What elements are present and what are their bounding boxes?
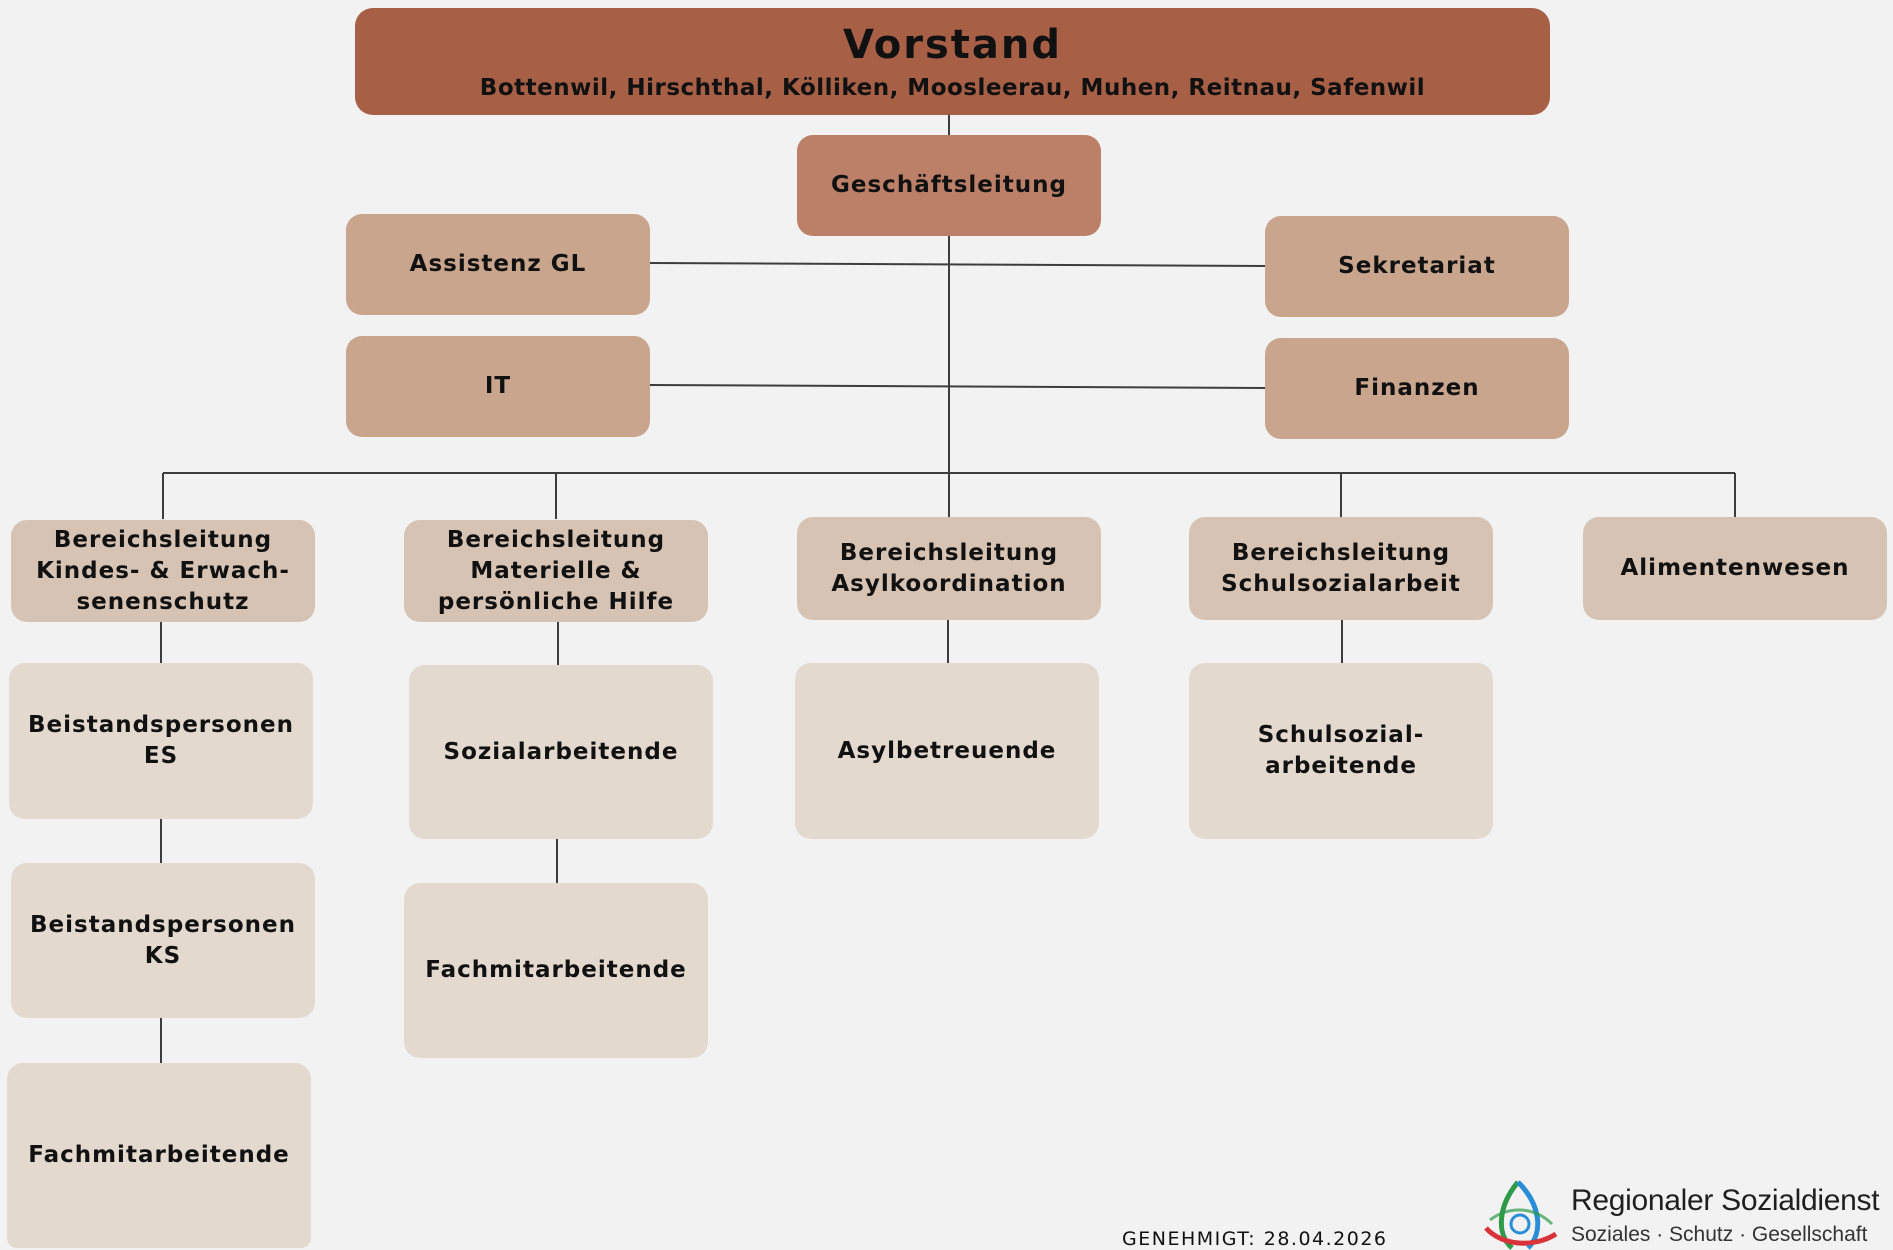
staff-secretariat-box: Sekretariat bbox=[1265, 216, 1569, 317]
team-label: Sozialarbeitende bbox=[443, 738, 679, 765]
staff-it-box: IT bbox=[346, 336, 650, 437]
board-title: Vorstand bbox=[842, 21, 1062, 68]
approval-date: GENEHMIGT: 28.04.2026 bbox=[1122, 1228, 1388, 1250]
team-label: Fachmitarbeitende bbox=[425, 957, 687, 983]
staff-assistant-box: Assistenz GL bbox=[346, 214, 650, 315]
board-members: Bottenwil, Hirschthal, Kölliken, Mooslee… bbox=[479, 74, 1426, 101]
department-box: Alimentenwesen bbox=[1583, 517, 1887, 620]
management-box: Geschäftsleitung bbox=[797, 135, 1101, 236]
logo-name: Regionaler Sozialdienst bbox=[1571, 1184, 1880, 1217]
department-box: Bereichsleitung Kindes- & Erwach- senens… bbox=[11, 520, 315, 622]
organization-logo: Regionaler Sozialdienst Soziales · Schut… bbox=[1478, 1176, 1893, 1250]
department-box: Bereichsleitung Schulsozialarbeit bbox=[1189, 517, 1493, 620]
team-box: Asylbetreuende bbox=[795, 663, 1099, 839]
staff-it-label: IT bbox=[484, 373, 512, 399]
team-label: Schulsozial- bbox=[1257, 722, 1425, 748]
team-label: KS bbox=[144, 942, 182, 969]
staff-finance-label: Finanzen bbox=[1354, 375, 1480, 401]
team-box: Fachmitarbeitende bbox=[404, 883, 708, 1058]
team-label: Beistandspersonen bbox=[28, 712, 294, 738]
department-label: Alimentenwesen bbox=[1620, 555, 1850, 581]
team-label: arbeitende bbox=[1265, 753, 1417, 779]
staff-finance-box: Finanzen bbox=[1265, 338, 1569, 439]
staff-secretariat-label: Sekretariat bbox=[1338, 253, 1496, 279]
department-box: Bereichsleitung Materielle & persönliche… bbox=[404, 520, 708, 622]
team-label: Asylbetreuende bbox=[837, 737, 1057, 764]
department-label: Bereichsleitung bbox=[839, 539, 1059, 566]
logo-emblem-icon bbox=[1484, 1180, 1558, 1250]
team-box: Beistandspersonen KS bbox=[11, 863, 315, 1018]
department-label: Kindes- & Erwach- bbox=[36, 557, 290, 584]
department-label: senenschutz bbox=[76, 588, 250, 615]
team-box: Sozialarbeitende bbox=[409, 665, 713, 839]
department-label: Asylkoordination bbox=[831, 570, 1067, 597]
team-box: Fachmitarbeitende bbox=[7, 1063, 311, 1248]
team-box: Schulsozial- arbeitende bbox=[1189, 663, 1493, 839]
logo-tagline: Soziales · Schutz · Gesellschaft bbox=[1571, 1223, 1868, 1246]
team-box: Beistandspersonen ES bbox=[9, 663, 313, 819]
management-label: Geschäftsleitung bbox=[831, 172, 1067, 198]
team-label: Fachmitarbeitende bbox=[28, 1142, 290, 1168]
department-label: Materielle & bbox=[470, 557, 642, 584]
department-label: Bereichsleitung bbox=[446, 526, 666, 553]
department-label: persönliche Hilfe bbox=[437, 588, 675, 615]
department-label: Bereichsleitung bbox=[53, 526, 273, 553]
team-label: ES bbox=[143, 743, 179, 769]
staff-assistant-label: Assistenz GL bbox=[409, 251, 587, 277]
department-label: Bereichsleitung bbox=[1231, 539, 1451, 566]
department-label: Schulsozialarbeit bbox=[1221, 570, 1461, 597]
department-box: Bereichsleitung Asylkoordination bbox=[797, 517, 1101, 620]
board-box: Vorstand Bottenwil, Hirschthal, Kölliken… bbox=[355, 8, 1550, 115]
team-label: Beistandspersonen bbox=[30, 911, 296, 938]
